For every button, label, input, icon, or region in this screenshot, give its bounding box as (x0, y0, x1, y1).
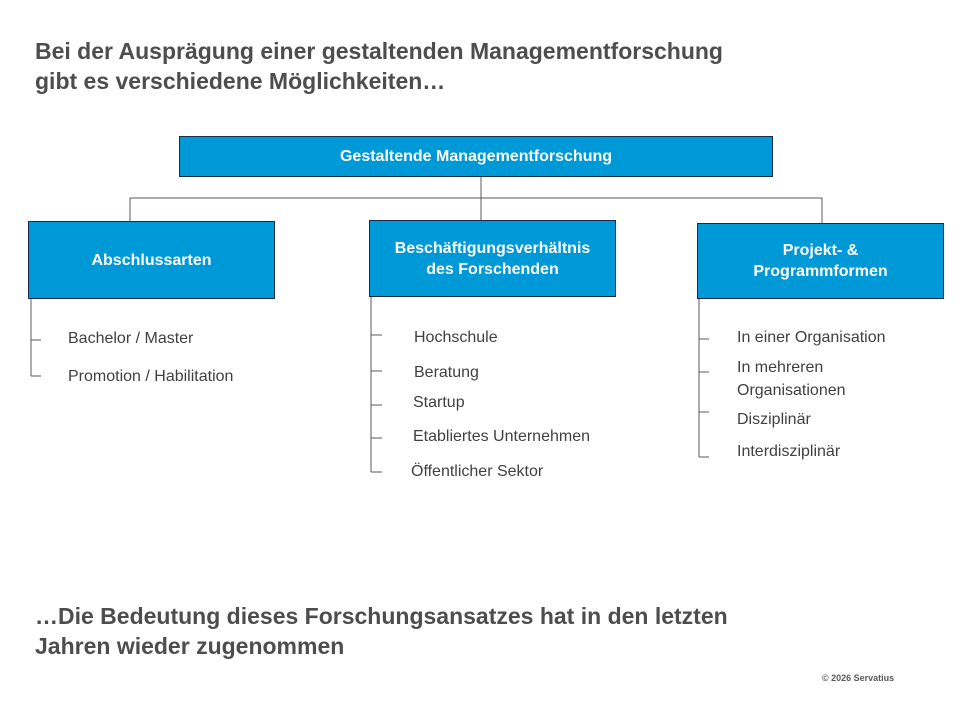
list-item: Interdisziplinär (737, 443, 841, 460)
list-item: Öffentlicher Sektor (411, 463, 544, 480)
category-label-line-1: Projekt- & (782, 242, 859, 259)
list-item: Etabliertes Unternehmen (413, 428, 590, 445)
page-title: Bei der Ausprägung einer gestaltenden Ma… (35, 36, 915, 96)
category-box-projektformen: Projekt- & Programmformen (697, 223, 944, 299)
list-item: Startup (413, 394, 465, 411)
list-item: Hochschule (414, 329, 498, 346)
list-item: Beratung (414, 364, 479, 381)
list-item: Bachelor / Master (68, 330, 194, 347)
list-item: In mehreren Organisationen (737, 359, 846, 399)
category-label-line-2: Programmformen (753, 263, 888, 280)
conclusion-line-1: …Die Bedeutung dieses Forschungsansatzes… (35, 603, 728, 629)
category-label-line-2: des Forschenden (426, 260, 559, 278)
category-box-abschlussarten: Abschlussarten (28, 221, 275, 299)
title-line-1: Bei der Ausprägung einer gestaltenden Ma… (35, 38, 723, 64)
category-label: Abschlussarten (91, 251, 212, 269)
list-item: In einer Organisation (737, 329, 886, 346)
root-node: Gestaltende Managementforschung (179, 136, 773, 177)
conclusion-text: …Die Bedeutung dieses Forschungsansatzes… (35, 601, 915, 661)
list-item: Promotion / Habilitation (68, 368, 234, 385)
copyright-notice: © 2026 Servatius (822, 673, 895, 683)
category-label-line-1: Beschäftigungsverhältnis (394, 239, 591, 257)
category-box-beschaeftigungsverhaeltnis: Beschäftigungsverhältnis des Forschenden (369, 220, 616, 297)
title-line-2: gibt es verschiedene Möglichkeiten… (35, 68, 446, 94)
conclusion-line-2: Jahren wieder zugenommen (35, 633, 345, 659)
list-item: Disziplinär (737, 411, 811, 428)
root-node-label: Gestaltende Managementforschung (339, 148, 613, 165)
